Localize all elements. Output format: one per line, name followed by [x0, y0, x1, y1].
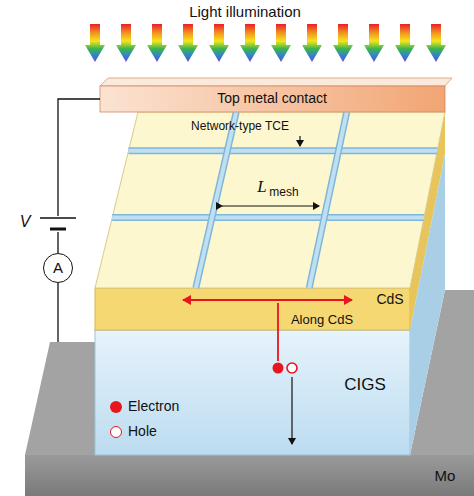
layer-label: A — [53, 260, 63, 277]
legend-marker — [110, 401, 122, 413]
metal-contact: Top metal contact — [100, 86, 445, 112]
layer-label: Top metal contact — [217, 91, 327, 106]
layer-label: Mo — [435, 468, 456, 485]
mo-layer: Mo — [25, 342, 474, 496]
cds-layer: CdS Along CdS — [95, 288, 410, 330]
callout-label: Network-type TCE — [191, 120, 289, 133]
dimension-symbol: L — [257, 178, 266, 197]
layer-label: CdS — [376, 292, 403, 307]
layer-label: Along CdS — [291, 313, 353, 327]
layer-label: CIGS — [344, 376, 386, 395]
figure-title: Light illumination — [189, 4, 301, 21]
legend-text: Hole — [128, 424, 157, 439]
ammeter-symbol: A — [43, 253, 73, 283]
legend-marker — [110, 426, 122, 438]
dimension-subscript: mesh — [269, 186, 298, 199]
circuit-wire — [57, 283, 58, 342]
legend-text: Electron — [128, 399, 179, 414]
voltage-label: V — [20, 213, 31, 231]
